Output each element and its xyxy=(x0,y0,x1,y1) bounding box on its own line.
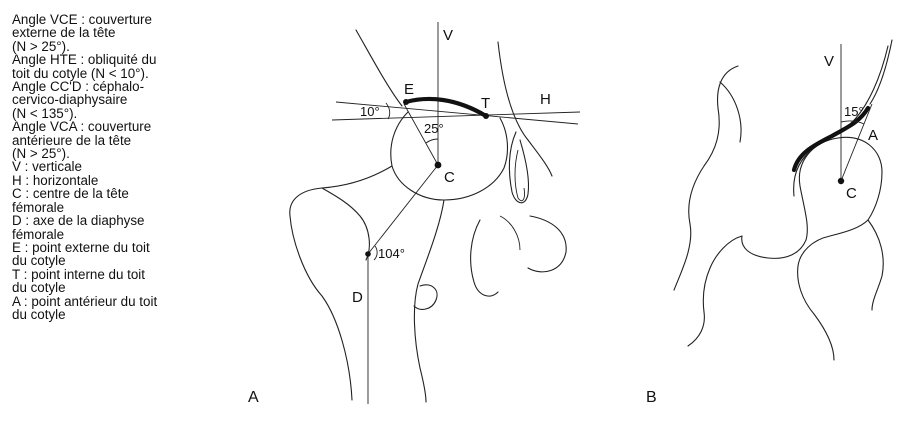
line-c-to-d-a xyxy=(367,164,439,255)
legend-line: C : centre de la tête xyxy=(12,186,129,202)
ilium-inner-b xyxy=(719,81,742,143)
teardrop-inner-a xyxy=(514,149,525,202)
line-c-to-e-a xyxy=(403,103,439,166)
acetabular-roof-a xyxy=(403,96,489,119)
angle-arc-hte-a xyxy=(385,102,391,120)
label-e-a: E xyxy=(404,81,414,98)
label-v-b: V xyxy=(824,53,834,70)
ischium-outline-a xyxy=(470,219,499,297)
angle-label-vce-a: 25° xyxy=(424,121,444,136)
legend-line: du cotyle xyxy=(12,280,66,296)
angle-arc-vca-b xyxy=(840,120,865,125)
femur-outline-b xyxy=(741,185,808,259)
angle-label-ccd-a: 104° xyxy=(378,246,405,261)
point-c-b xyxy=(837,177,845,185)
legend-line: Angle VCA : couverture xyxy=(12,119,152,135)
legend-line: fémorale xyxy=(12,226,65,242)
angle-arc-ccd-a xyxy=(373,245,378,261)
tangent-line-et-a xyxy=(331,111,581,121)
acetabulum-inner-b xyxy=(869,39,893,105)
legend-line: H : horizontale xyxy=(12,172,99,188)
angle-label-hte-a: 10° xyxy=(360,104,380,119)
lesser-trochanter-a xyxy=(413,284,438,310)
legend-line: D : axe de la diaphyse xyxy=(12,213,145,229)
pubis-outline-a xyxy=(527,215,567,273)
horizontal-line-h-a xyxy=(335,101,579,125)
label-d-a: D xyxy=(352,289,363,306)
label-v-a: V xyxy=(443,27,453,44)
angle-arc-vce-a xyxy=(425,138,439,144)
point-c-a xyxy=(434,161,442,169)
femur-outline-a xyxy=(289,165,393,401)
obturator-outline-a xyxy=(499,215,521,251)
legend-line: fémorale xyxy=(12,199,65,215)
legend-line: T : point interne du toit xyxy=(12,266,145,282)
label-a-b: A xyxy=(868,127,878,144)
point-e-a xyxy=(403,99,409,105)
pelvis-outline-b xyxy=(673,65,739,291)
legend-line: A : point antérieur du toit xyxy=(12,293,158,309)
point-d-a xyxy=(365,251,371,257)
legend-line: (N > 25°). xyxy=(12,146,70,162)
label-h-a: H xyxy=(540,91,551,108)
pelvis-outline-a xyxy=(355,29,403,107)
femur-medial-outline-a xyxy=(413,199,445,403)
label-t-a: T xyxy=(481,95,490,112)
legend-line: du cotyle xyxy=(12,306,66,322)
legend-line: du cotyle xyxy=(12,253,66,269)
legend-line: Angle CC'D : céphalo- xyxy=(12,79,145,95)
femur-shaft-outline-b xyxy=(797,219,869,361)
figure-b: V A C 15° B xyxy=(646,39,893,406)
point-t-a xyxy=(483,113,489,119)
legend-line: toit du cotyle (N < 10°). xyxy=(12,65,149,81)
femoral-head-outline-b xyxy=(798,136,883,221)
ischium-outline-b xyxy=(687,235,743,347)
figure-a: V E T H C D 10° 25° 104° A xyxy=(248,22,581,406)
legend-line: Angle HTE : obliquité du xyxy=(12,52,157,68)
legend-line: cervico-diaphysaire xyxy=(12,92,128,108)
femoral-head-outline-a xyxy=(390,111,509,201)
legend-line: E : point externe du toit xyxy=(12,239,150,255)
label-c-a: C xyxy=(444,169,455,186)
ilium-curve-a xyxy=(497,41,553,177)
panel-label-a: A xyxy=(248,389,259,406)
panel-label-b: B xyxy=(646,389,657,406)
legend-line: (N > 25°). xyxy=(12,38,70,54)
greater-trochanter-b xyxy=(867,219,884,311)
legend-line: externe de la tête xyxy=(12,25,116,41)
legend-line: antérieure de la tête xyxy=(12,132,132,148)
label-c-b: C xyxy=(846,185,857,202)
acetabular-roof-b xyxy=(791,105,871,173)
legend-line: V : verticale xyxy=(12,159,82,175)
angle-label-vca-b: 15° xyxy=(844,104,864,119)
teardrop-a xyxy=(508,131,530,204)
legend-line: Angle VCE : couverture xyxy=(12,12,152,27)
femur-greater-trochanter-a xyxy=(321,187,370,261)
line-c-to-a-b xyxy=(840,103,873,182)
legend-line: (N < 135°). xyxy=(12,105,78,121)
